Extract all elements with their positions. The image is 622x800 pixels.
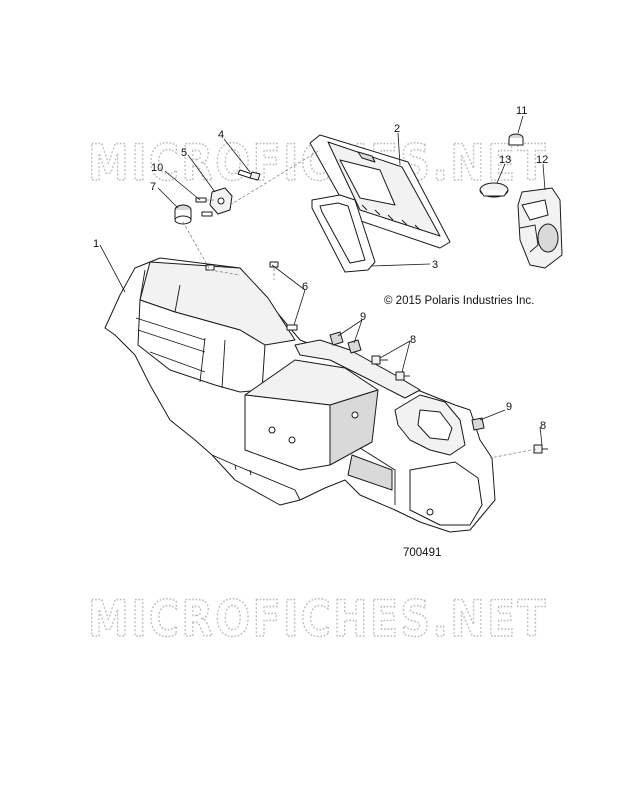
callout-5: 5 [181, 147, 187, 159]
callout-11: 11 [516, 105, 527, 117]
rivet-part-8 [371, 355, 548, 454]
callout-12: 12 [536, 154, 548, 166]
bumper-part [174, 204, 192, 225]
callout-7: 7 [150, 181, 156, 193]
glovebox-door-part [309, 134, 451, 249]
callout-4: 4 [218, 129, 224, 141]
callout-3: 3 [432, 259, 438, 271]
callout-8b: 8 [540, 420, 546, 432]
callout-9b: 9 [506, 401, 512, 413]
callout-9a: 9 [360, 311, 366, 323]
screw-part-10 [195, 197, 213, 217]
callout-2: 2 [394, 123, 400, 135]
callout-10: 10 [151, 162, 163, 174]
grommet-part [508, 133, 524, 146]
callout-8a: 8 [410, 334, 416, 346]
callout-6: 6 [302, 281, 308, 293]
bracket-part [209, 187, 233, 215]
plug-part-rim [479, 189, 509, 197]
copyright-notice: © 2015 Polaris Industries Inc. [384, 295, 534, 307]
assembly-lines [182, 149, 537, 459]
clip-part-9 [329, 331, 485, 431]
callout-13: 13 [499, 154, 511, 166]
figure-number: 700491 [403, 547, 441, 559]
dash-panel-part [104, 257, 496, 533]
seal-part [311, 194, 376, 273]
screw-part-4 [237, 169, 261, 181]
watermark-bottom: MICROFICHES.NET [88, 590, 548, 648]
callout-1: 1 [93, 238, 99, 250]
cup-holder-insert-part [517, 187, 563, 269]
leader-lines [99, 115, 546, 446]
